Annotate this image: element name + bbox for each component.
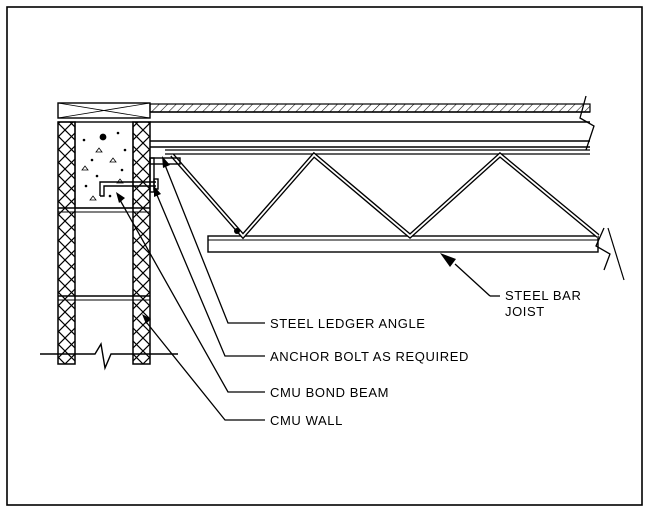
- leader-steel-ledger-angle: [164, 164, 265, 324]
- wall-right-shell: [132, 121, 151, 365]
- label-anchor-bolt: ANCHOR BOLT AS REQUIRED: [270, 349, 469, 364]
- deck-insulation: [149, 103, 591, 113]
- leader-cmu-wall: [146, 322, 265, 421]
- leader-cmu-bond-beam: [119, 199, 265, 393]
- label-steel-ledger-angle: STEEL LEDGER ANGLE: [270, 316, 426, 331]
- joist-web: [170, 151, 600, 240]
- leader-steel-bar-joist: [454, 263, 491, 297]
- roof-deck: [149, 95, 595, 151]
- wall-top-cap-xmark: [57, 102, 151, 119]
- joist-bottom-chord: [207, 235, 599, 253]
- steel-bar-joist: [165, 149, 625, 281]
- leader-arrowheads: [116, 156, 456, 324]
- wall-break-line: [40, 342, 178, 371]
- leaders: [119, 164, 500, 421]
- label-cmu-bond-beam: CMU BOND BEAM: [270, 385, 389, 400]
- cmu-wall: [57, 102, 151, 365]
- label-steel-bar-joist: STEEL BAR: [505, 288, 581, 303]
- label-steel-bar-joist-2: JOIST: [505, 304, 545, 319]
- wall-left-shell: [57, 121, 76, 365]
- grout-fill: [81, 131, 127, 201]
- label-cmu-wall: CMU WALL: [270, 413, 343, 428]
- deck-break-line: [579, 95, 595, 151]
- drawing-border: [6, 6, 643, 506]
- leader-anchor-bolt: [156, 194, 265, 357]
- joist-break-line: [595, 227, 611, 271]
